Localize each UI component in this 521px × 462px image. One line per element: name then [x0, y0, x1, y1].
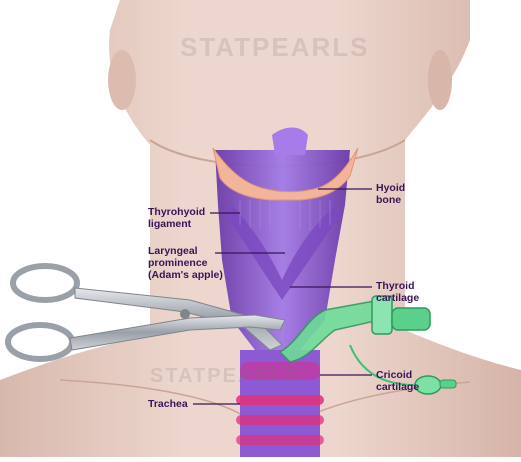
right-ear	[428, 50, 452, 110]
epiglottis	[272, 128, 308, 156]
cricoid-cartilage-label: Cricoid cartilage	[376, 369, 419, 393]
watermark-bottom: STATPEARLS	[150, 365, 300, 388]
clamp-ring-upper	[13, 266, 77, 300]
trachea-label: Trachea	[148, 398, 188, 410]
watermark-top: STATPEARLS	[180, 32, 369, 63]
hyoid-bone-label: Hyoid bone	[376, 182, 405, 206]
clamp-hinge	[180, 309, 190, 319]
thyrohyoid-ligament-label: Thyrohyoid ligament	[148, 206, 205, 230]
left-ear	[108, 50, 136, 110]
laryngeal-prominence-label: Laryngeal prominence (Adam's apple)	[148, 245, 223, 281]
trachea-ring	[236, 415, 324, 425]
trachea-ring	[236, 435, 324, 445]
thyroid-cartilage-label: Thyroid cartilage	[376, 280, 419, 304]
trachea-ring	[236, 395, 324, 405]
clamp-ring-lower	[8, 325, 72, 359]
